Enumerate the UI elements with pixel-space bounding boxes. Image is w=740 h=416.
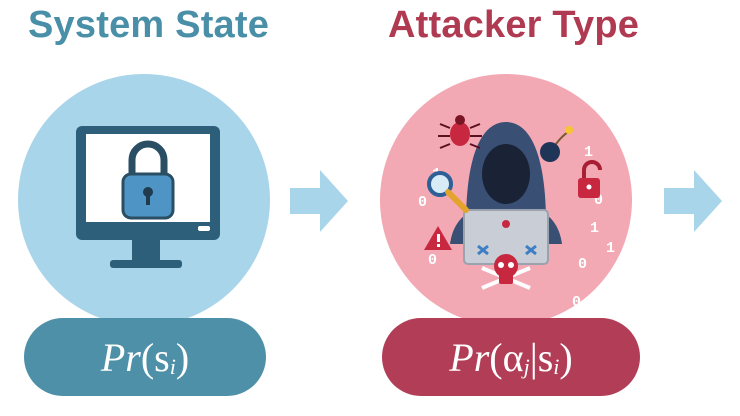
system-state-title: System State	[28, 4, 270, 46]
svg-text:0: 0	[418, 194, 427, 211]
warning-icon	[424, 226, 452, 250]
unlocked-padlock-icon	[578, 160, 602, 198]
attacker-type-title: Attacker Type	[388, 4, 640, 46]
monitor-icon	[76, 126, 220, 268]
bug-icon	[438, 115, 482, 149]
bomb-icon	[540, 126, 573, 162]
svg-text:1: 1	[606, 240, 615, 257]
formula-open-paren: (	[489, 334, 503, 380]
svg-text:0: 0	[578, 256, 587, 273]
formula-subscript-2: i	[553, 354, 560, 379]
formula-prefix: Pr	[100, 334, 141, 380]
magnifier-icon	[427, 171, 469, 213]
svg-text:1: 1	[584, 144, 593, 161]
formula-bar: |	[529, 334, 538, 380]
formula-var: α	[502, 334, 524, 380]
formula-subscript: i	[169, 354, 176, 379]
formula-var: s	[154, 334, 170, 380]
svg-text:1: 1	[590, 220, 599, 237]
svg-text:0: 0	[428, 252, 437, 269]
formula-open-paren: (	[140, 334, 155, 380]
formula-prefix: Pr	[449, 334, 490, 380]
hooded-hacker-icon: 1 0 1 0 1 1 0 0 0	[418, 115, 615, 311]
formula-subscript: j	[523, 354, 530, 379]
svg-text:0: 0	[572, 294, 581, 311]
padlock-icon	[121, 140, 175, 220]
skull-icon	[481, 254, 531, 290]
formula-close-paren: )	[175, 334, 190, 380]
formula-var-2: s	[537, 334, 554, 380]
right-arrow-icon	[290, 166, 350, 236]
formula-close-paren: )	[559, 334, 573, 380]
svg-text:0: 0	[594, 192, 603, 209]
system-state-circle	[18, 74, 270, 326]
right-arrow-icon	[664, 166, 724, 236]
attacker-type-circle: 1 0 1 0 1 1 0 0 0	[380, 74, 632, 326]
